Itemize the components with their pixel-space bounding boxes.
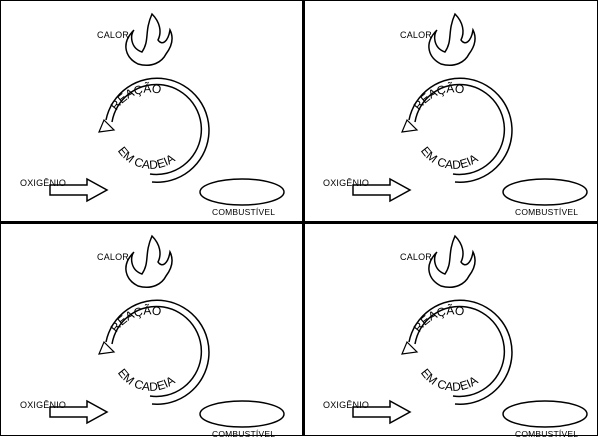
fire-tetrahedron-drawing: REAÇÃO EM CADEIA: [352, 234, 588, 428]
combustivel-ellipse: [199, 178, 285, 206]
combustivel-ellipse: [199, 400, 285, 428]
combustivel-ellipse: [502, 400, 588, 428]
oxigenio-arrow-icon: [352, 177, 412, 203]
combustivel-ellipse: [502, 178, 588, 206]
combustivel-label: COMBUSTÍVEL: [212, 429, 276, 439]
combustivel-label: COMBUSTÍVEL: [515, 429, 579, 439]
flame-icon: [428, 234, 476, 288]
oxigenio-label: OXIGÊNIO: [20, 400, 67, 410]
fire-tetrahedron-drawing: REAÇÃO EM CADEIA: [352, 12, 588, 206]
combustivel-label: COMBUSTÍVEL: [515, 207, 579, 217]
calor-label: CALOR: [400, 252, 433, 262]
flame-icon: [125, 12, 173, 66]
fire-tetrahedron-drawing: REAÇÃO EM CADEIA: [49, 234, 285, 428]
oxigenio-label: OXIGÊNIO: [323, 178, 370, 188]
oxigenio-arrow-icon: [352, 399, 412, 425]
calor-label: CALOR: [97, 252, 130, 262]
calor-label: CALOR: [97, 30, 130, 40]
calor-label: CALOR: [400, 30, 433, 40]
flame-icon: [428, 12, 476, 66]
fire-tetrahedron-drawing: REAÇÃO EM CADEIA: [49, 12, 285, 206]
oxigenio-label: OXIGÊNIO: [20, 178, 67, 188]
oxigenio-label: OXIGÊNIO: [323, 400, 370, 410]
panel-bottom-right: REAÇÃO EM CADEIA CALOR OXIGÊNIO COMBUSTÍ…: [305, 224, 598, 440]
panel-bottom-left: REAÇÃO EM CADEIA CALOR OXIGÊNIO COMBUSTÍ…: [2, 224, 300, 440]
flame-icon: [125, 234, 173, 288]
oxigenio-arrow-icon: [49, 177, 109, 203]
vertical-divider: [302, 0, 305, 436]
horizontal-divider: [0, 221, 598, 224]
panel-top-left: REAÇÃO EM CADEIA CALOR OXIGÊNIO COMBUSTÍ…: [2, 2, 300, 218]
oxigenio-arrow-icon: [49, 399, 109, 425]
combustivel-label: COMBUSTÍVEL: [212, 207, 276, 217]
panel-top-right: REAÇÃO EM CADEIA CALOR OXIGÊNIO COMBUSTÍ…: [305, 2, 598, 218]
